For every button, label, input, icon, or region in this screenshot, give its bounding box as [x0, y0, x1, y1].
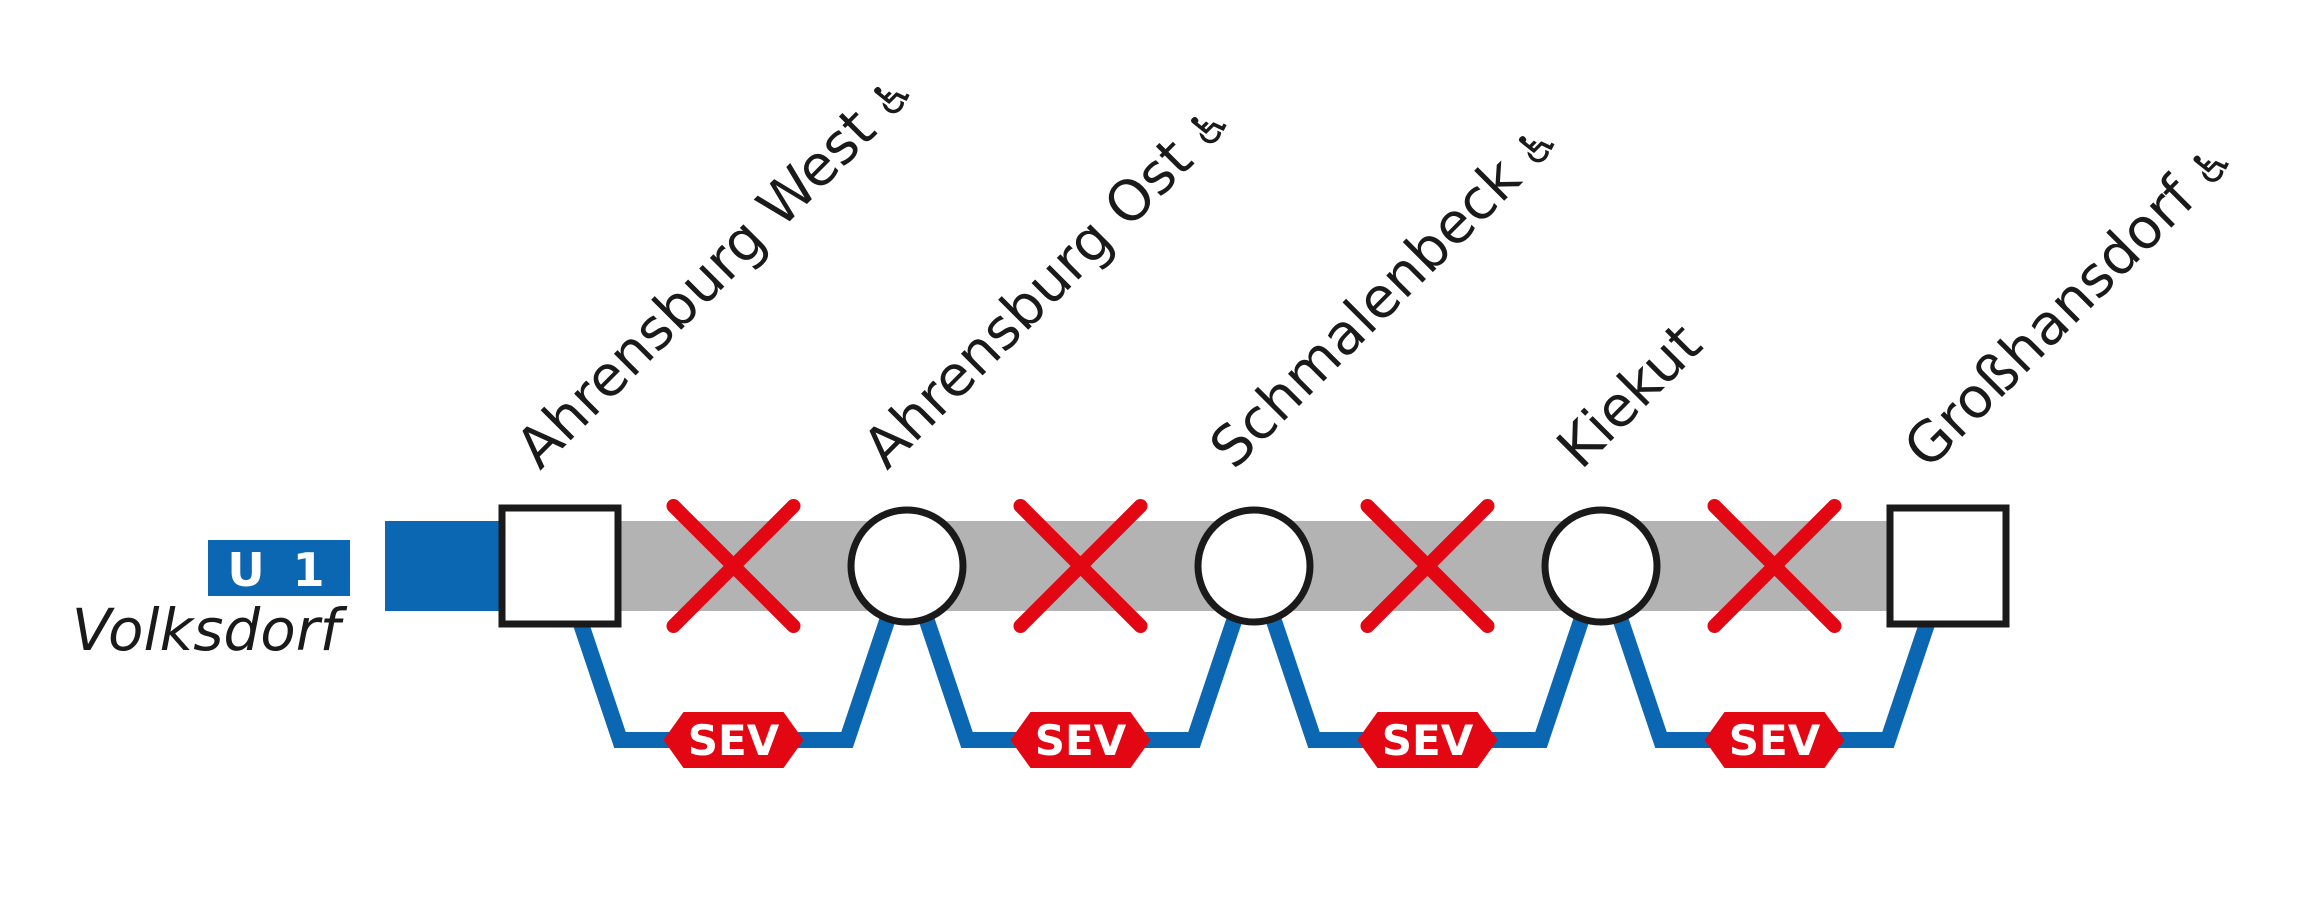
sev-badge: SEV — [663, 712, 804, 768]
closure-cross-stroke — [666, 499, 801, 633]
closure-cross-stroke — [1707, 499, 1842, 633]
sev-badge-label: SEV — [688, 716, 780, 765]
line-badge — [208, 540, 350, 596]
sev-badge-shape — [663, 712, 804, 768]
sev-badge-shape — [1704, 712, 1845, 768]
sev-badge: SEV — [1357, 712, 1498, 768]
station-circle — [1541, 506, 1661, 626]
station-label: Großhansdorf♿ — [1892, 126, 2247, 481]
line-number: U 1 — [227, 543, 330, 597]
station-name: Kiekut — [1545, 311, 1715, 481]
station-square — [1886, 504, 2010, 628]
line-destination: Volksdorf — [72, 596, 348, 664]
sev-badge-shape — [1010, 712, 1151, 768]
station-name: Großhansdorf — [1892, 164, 2209, 481]
station-square — [498, 504, 622, 628]
wheelchair-icon: ♿ — [2177, 132, 2244, 199]
sev-badge: SEV — [1704, 712, 1845, 768]
closure-cross — [1013, 499, 1148, 633]
sev-badges: SEV SEV SEV SEV — [663, 712, 1845, 768]
sev-badge-label: SEV — [1035, 716, 1127, 765]
station-label: Schmalenbeck♿ — [1198, 106, 1573, 481]
station-label: Ahrensburg West♿ — [504, 57, 928, 481]
station-name: Ahrensburg Ost — [851, 126, 1206, 481]
sev-badge-label: SEV — [1382, 716, 1474, 765]
closure-cross — [666, 499, 801, 633]
closure-cross — [1360, 499, 1495, 633]
station-label: Kiekut — [1545, 311, 1715, 481]
closure-cross-stroke — [1360, 499, 1495, 633]
station-labels: Ahrensburg West♿Ahrensburg Ost♿Schmalenb… — [504, 57, 2247, 481]
station-label: Ahrensburg Ost♿ — [851, 87, 1245, 481]
sev-badge: SEV — [1010, 712, 1151, 768]
closure-crosses — [666, 499, 1842, 633]
closure-cross — [1707, 499, 1842, 633]
station-symbols — [498, 504, 2010, 628]
wheelchair-icon: ♿ — [1503, 112, 1570, 179]
wheelchair-icon: ♿ — [858, 63, 925, 130]
sev-badge-label: SEV — [1729, 716, 1821, 765]
line-stub — [385, 521, 500, 611]
station-circle — [1194, 506, 1314, 626]
station-circle — [847, 506, 967, 626]
wheelchair-icon: ♿ — [1175, 93, 1242, 160]
station-name: Schmalenbeck — [1198, 145, 1534, 481]
closure-cross-stroke — [1013, 499, 1148, 633]
station-name: Ahrensburg West — [504, 96, 889, 481]
sev-badge-shape — [1357, 712, 1498, 768]
